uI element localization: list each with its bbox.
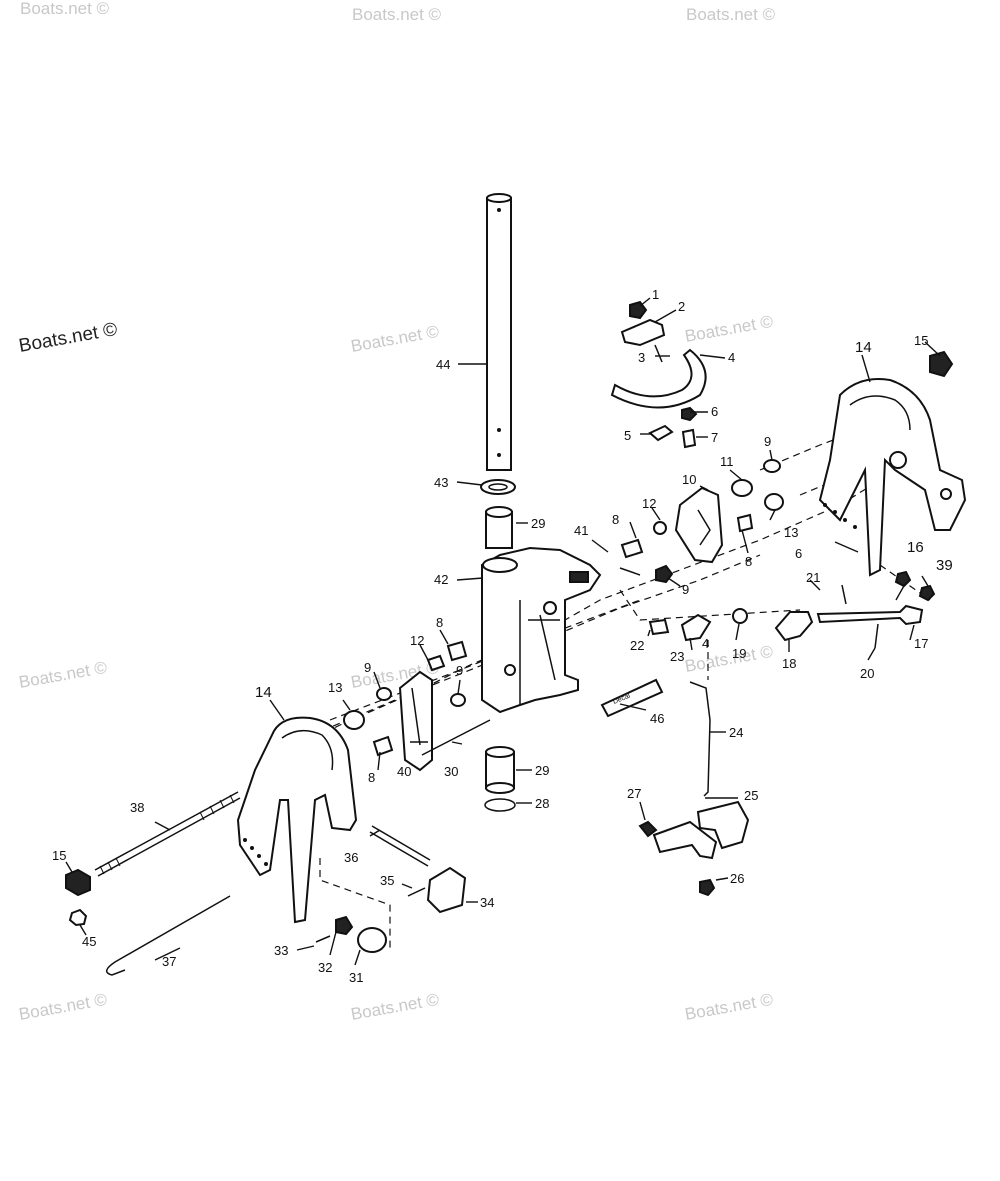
callout-30: 30 [444, 764, 458, 779]
callout-29-top: 29 [531, 516, 545, 531]
callout-24: 24 [729, 725, 743, 740]
callout-19: 19 [732, 646, 746, 661]
callout-44: 44 [436, 357, 450, 372]
callout-18: 18 [782, 656, 796, 671]
callout-9-mid: 9 [456, 663, 463, 678]
part-24-rod [689, 681, 711, 797]
callout-9-right: 9 [764, 434, 771, 449]
callout-11: 11 [720, 454, 734, 469]
callout-26: 26 [730, 871, 744, 886]
part-29-bushing-bottom [485, 746, 515, 794]
watermarks: Boats.net © Boats.net © Boats.net © Boat… [17, 0, 775, 1024]
callout-29-bottom: 29 [535, 763, 549, 778]
part-34-plate [426, 866, 467, 914]
callout-15-left: 15 [52, 848, 66, 863]
callout-33: 33 [274, 943, 288, 958]
part-35-pin [407, 887, 426, 897]
callout-27: 27 [627, 786, 641, 801]
part-45-nut [68, 908, 88, 927]
watermark-mid-right: Boats.net © [683, 642, 774, 676]
callout-13-left: 13 [328, 680, 342, 695]
callout-9-left: 9 [364, 660, 371, 675]
callout-36: 36 [344, 850, 358, 865]
callout-9-center: 9 [682, 582, 689, 597]
callout-4: 4 [728, 350, 735, 365]
callout-8-right: 8 [745, 554, 752, 569]
callout-14-left: 14 [255, 684, 272, 701]
callout-23: 23 [670, 649, 684, 664]
callout-22: 22 [630, 638, 644, 653]
callout-25: 25 [744, 788, 758, 803]
callout-46: 46 [650, 711, 664, 726]
part-14-clamp-bracket-left [236, 716, 358, 924]
part-37-hook-rod [106, 895, 231, 976]
part-36-threaded-rod [369, 825, 431, 867]
callout-37: 37 [162, 954, 176, 969]
callout-5: 5 [624, 428, 631, 443]
watermark-left-main: Boats.net © [17, 319, 119, 357]
watermark-bottom-right: Boats.net © [683, 990, 774, 1024]
part-44-tube [486, 193, 512, 471]
watermark-top-left: Boats.net © [20, 0, 110, 18]
part-27-nut [638, 820, 658, 838]
callout-6-right: 6 [795, 546, 802, 561]
callout-1: 1 [652, 287, 659, 302]
part-28-o-ring [484, 798, 516, 812]
callout-10: 10 [682, 472, 696, 487]
callout-41: 41 [574, 523, 588, 538]
part-43-washer [480, 479, 516, 495]
watermark-top-right: Boats.net © [686, 5, 776, 24]
callout-13-right: 13 [784, 525, 798, 540]
callout-2: 2 [678, 299, 685, 314]
callout-34: 34 [480, 895, 494, 910]
part-15-nut-left [65, 868, 91, 897]
callout-leaders [65, 297, 941, 966]
part-26-nut [699, 878, 716, 897]
callout-28: 28 [535, 796, 549, 811]
callout-12-left: 12 [410, 633, 424, 648]
callout-8-center: 8 [612, 512, 619, 527]
callout-8-left: 8 [368, 770, 375, 785]
callout-labels: 1 2 3 4 5 6 7 44 43 29 42 29 28 40 30 24… [52, 287, 953, 985]
callout-3: 3 [638, 350, 645, 365]
callout-43: 43 [434, 475, 448, 490]
watermark-mid-left: Boats.net © [17, 658, 108, 692]
callout-35: 35 [380, 873, 394, 888]
callout-4-lower: 4 [702, 636, 709, 651]
callout-12-right: 12 [642, 496, 656, 511]
callout-40: 40 [397, 764, 411, 779]
part-33-spring [315, 935, 331, 943]
watermark-bottom-center: Boats.net © [349, 990, 440, 1024]
callout-39: 39 [936, 557, 953, 574]
parts-top-cluster [610, 300, 707, 449]
part-29-bushing-top [485, 506, 513, 549]
parts-tilt-lever [648, 350, 954, 649]
callout-15-right: 15 [914, 333, 928, 348]
callout-32: 32 [318, 960, 332, 975]
callout-8-mid: 8 [436, 615, 443, 630]
watermark-right: Boats.net © [683, 312, 774, 346]
part-38-long-screw [65, 791, 241, 927]
watermark-center: Boats.net © [349, 322, 440, 356]
callout-7: 7 [711, 430, 718, 445]
callout-17: 17 [914, 636, 928, 651]
part-31-washer [357, 927, 387, 953]
parts-right-cluster [619, 459, 784, 584]
callout-20: 20 [860, 666, 874, 681]
parts-left-cluster [343, 640, 491, 772]
callout-16: 16 [907, 539, 924, 556]
watermark-bottom-left: Boats.net © [17, 990, 108, 1024]
callout-6: 6 [711, 404, 718, 419]
callout-42: 42 [434, 572, 448, 587]
callout-38: 38 [130, 800, 144, 815]
callout-45: 45 [82, 934, 96, 949]
part-42-swivel-bracket [481, 546, 602, 714]
callout-21: 21 [806, 570, 820, 585]
callout-31: 31 [349, 970, 363, 985]
callout-14-right: 14 [855, 339, 872, 356]
part-32-knob [335, 915, 354, 936]
watermark-top-center: Boats.net © [352, 5, 442, 24]
part-25-cradles [652, 800, 750, 860]
